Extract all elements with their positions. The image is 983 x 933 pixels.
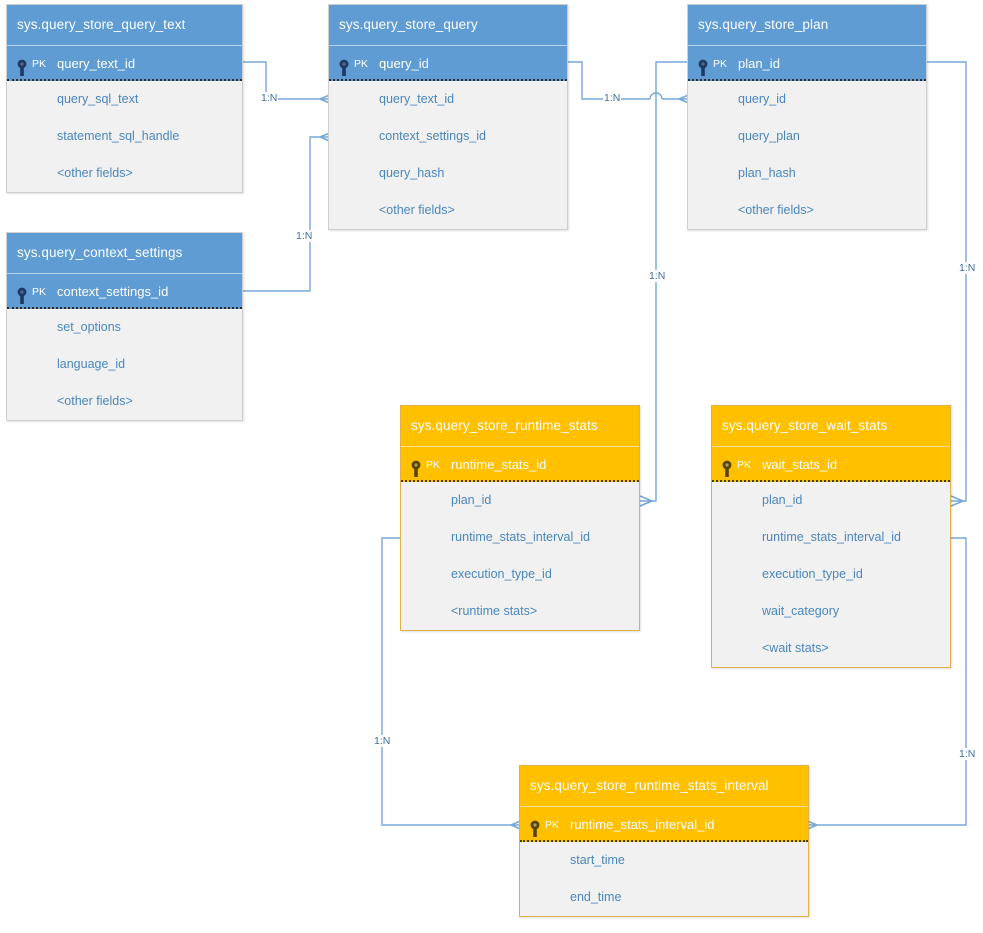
entity-field: <other fields> [738,203,814,217]
entity-field-list: query_text_id context_settings_id query_… [329,81,567,229]
primary-key-field-name: context_settings_id [57,284,169,299]
entity-field-list: plan_id runtime_stats_interval_id execut… [712,482,950,667]
entity-field: <wait stats> [762,641,829,655]
primary-key-icon: PK [698,55,734,76]
cardinality-label-context-to-query: 1:N [295,230,314,242]
entity-field: execution_type_id [762,567,863,581]
entity-field: query_id [738,92,786,106]
entity-field: runtime_stats_interval_id [451,530,590,544]
primary-key-icon: PK [411,456,447,477]
primary-key-label: PK [713,58,728,70]
entity-field: start_time [570,853,625,867]
entity-field: <runtime stats> [451,604,538,618]
entity-field: query_sql_text [57,92,139,106]
primary-key-label: PK [545,819,560,831]
entity-title: sys.query_context_settings [7,233,242,273]
entity-title: sys.query_store_plan [688,5,926,45]
entity-field: end_time [570,890,622,904]
entity-field: execution_type_id [451,567,552,581]
entity-query-context-settings[interactable]: sys.query_context_settings PK context_se… [6,232,243,421]
entity-field: context_settings_id [379,129,487,143]
entity-primary-key-row[interactable]: PK query_id [329,45,567,81]
entity-field-list: start_time end_time [520,842,808,916]
entity-field: language_id [57,357,126,371]
primary-key-label: PK [32,58,47,70]
entity-field-list: query_id query_plan plan_hash <other fie… [688,81,926,229]
cardinality-label-wait-stats-to-interval: 1:N [958,748,977,760]
primary-key-label: PK [737,459,752,471]
entity-primary-key-row[interactable]: PK query_text_id [7,45,242,81]
primary-key-field-name: runtime_stats_interval_id [570,817,715,832]
primary-key-field-name: plan_id [738,56,780,71]
entity-query-store-query-text[interactable]: sys.query_store_query_text PK query_text… [6,4,243,193]
entity-title: sys.query_store_query_text [7,5,242,45]
entity-title: sys.query_store_query [329,5,567,45]
primary-key-label: PK [354,58,369,70]
connector-plan-to-runtime-stats [639,61,687,507]
primary-key-icon: PK [722,456,758,477]
entity-query-store-plan[interactable]: sys.query_store_plan PK plan_id query_id… [687,4,927,230]
entity-primary-key-row[interactable]: PK runtime_stats_id [401,446,639,482]
entity-field-list: set_options language_id <other fields> [7,309,242,420]
entity-query-store-runtime-stats-interval[interactable]: sys.query_store_runtime_stats_interval P… [519,765,809,917]
connector-query-to-plan [568,61,692,105]
primary-key-label: PK [32,286,47,298]
connector-text-to-query [243,61,333,105]
primary-key-icon: PK [17,55,53,76]
primary-key-icon: PK [530,816,566,837]
cardinality-label-text-to-query: 1:N [260,92,279,104]
entity-field: <other fields> [57,394,133,408]
entity-field: query_text_id [379,92,455,106]
entity-field: statement_sql_handle [57,129,180,143]
entity-primary-key-row[interactable]: PK plan_id [688,45,926,81]
entity-field: query_plan [738,129,800,143]
primary-key-label: PK [426,459,441,471]
entity-field-list: plan_id runtime_stats_interval_id execut… [401,482,639,630]
entity-field: runtime_stats_interval_id [762,530,901,544]
entity-title: sys.query_store_wait_stats [712,406,950,446]
entity-field: query_hash [379,166,445,180]
entity-title: sys.query_store_runtime_stats [401,406,639,446]
entity-field: set_options [57,320,121,334]
entity-title: sys.query_store_runtime_stats_interval [520,766,808,806]
cardinality-label-plan-to-runtime-stats: 1:N [648,270,667,282]
primary-key-field-name: query_text_id [57,56,136,71]
cardinality-label-query-to-plan: 1:N [603,92,622,104]
cardinality-label-runtime-stats-to-interval: 1:N [373,735,392,747]
primary-key-field-name: wait_stats_id [762,457,838,472]
entity-primary-key-row[interactable]: PK wait_stats_id [712,446,950,482]
entity-field: plan_hash [738,166,796,180]
entity-field-list: query_sql_text statement_sql_handle <oth… [7,81,242,192]
entity-query-store-query[interactable]: sys.query_store_query PK query_id query_… [328,4,568,230]
primary-key-icon: PK [339,55,375,76]
entity-primary-key-row[interactable]: PK context_settings_id [7,273,242,309]
primary-key-icon: PK [17,283,53,304]
primary-key-field-name: query_id [379,56,429,71]
connector-context-to-query [243,131,333,292]
entity-primary-key-row[interactable]: PK runtime_stats_interval_id [520,806,808,842]
entity-field: <other fields> [379,203,455,217]
entity-query-store-runtime-stats[interactable]: sys.query_store_runtime_stats PK runtime… [400,405,640,631]
entity-query-store-wait-stats[interactable]: sys.query_store_wait_stats PK wait_stats… [711,405,951,668]
entity-field: <other fields> [57,166,133,180]
entity-field: wait_category [762,604,840,618]
cardinality-label-plan-to-wait-stats: 1:N [958,262,977,274]
primary-key-field-name: runtime_stats_id [451,457,547,472]
entity-field: plan_id [451,493,492,507]
entity-field: plan_id [762,493,803,507]
